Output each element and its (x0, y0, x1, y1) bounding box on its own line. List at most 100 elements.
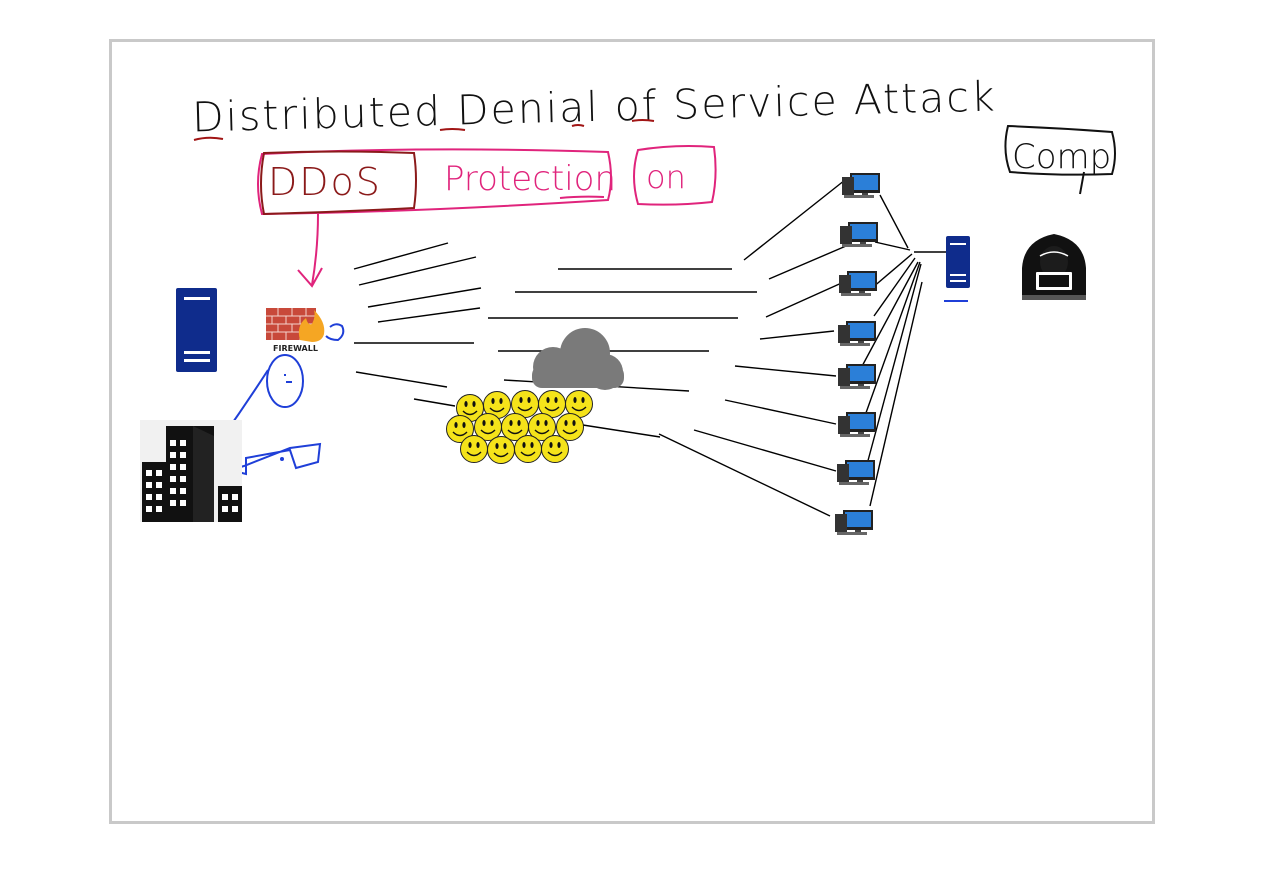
smiley-icon (528, 413, 556, 441)
building-window (170, 452, 176, 458)
smiley-icon (446, 415, 474, 443)
title-underline-denial (439, 128, 466, 131)
building-window (180, 452, 186, 458)
building-window (156, 470, 162, 476)
protection-outer-box (257, 148, 612, 216)
firewall-scribble (325, 323, 345, 342)
traffic-lines (353, 179, 946, 517)
smiley-icon (483, 391, 511, 419)
traffic-line (873, 257, 916, 317)
computer-icon (842, 173, 880, 198)
traffic-line (861, 261, 921, 425)
building-window (232, 494, 238, 500)
protection-annotation: DDoS Protection on (257, 145, 717, 288)
on-box (633, 145, 717, 206)
building-window (170, 440, 176, 446)
smiley-icon (501, 413, 529, 441)
building-window (170, 500, 176, 506)
title-underline-service (631, 119, 655, 122)
building-window (180, 476, 186, 482)
traffic-line (377, 307, 481, 323)
protection-underline (559, 195, 605, 199)
legit-users-crowd (446, 390, 593, 464)
building-window (156, 482, 162, 488)
server-slot (950, 274, 966, 276)
building-window (222, 494, 228, 500)
cloud-icon (532, 328, 624, 390)
traffic-line (367, 287, 482, 308)
computer-icon (838, 321, 876, 346)
person-head-scribble (266, 354, 304, 408)
title-underline-d (193, 136, 224, 141)
building-icon (140, 420, 242, 522)
firewall-label: FIREWALL (273, 344, 318, 353)
title-group: Distributed Denial of Service Attack (191, 72, 997, 141)
building-window (232, 506, 238, 512)
traffic-line (865, 263, 922, 469)
traffic-line (355, 371, 448, 388)
building-window (146, 494, 152, 500)
building-window (180, 464, 186, 470)
server-slot (184, 359, 210, 362)
traffic-line (759, 330, 835, 340)
building-window (156, 494, 162, 500)
comp-label: Comp (1012, 137, 1111, 177)
on-label: on (646, 158, 686, 196)
botnet (835, 173, 880, 535)
traffic-line (658, 433, 831, 517)
building-window (146, 482, 152, 488)
building-window (146, 506, 152, 512)
smiley-icon (541, 435, 569, 463)
building-window (180, 440, 186, 446)
traffic-line (693, 429, 837, 472)
computer-icon (837, 460, 875, 485)
title-underline-of (571, 124, 585, 127)
comp-pointer (1079, 171, 1085, 195)
traffic-line (569, 422, 661, 438)
whiteboard-frame (109, 39, 1155, 824)
traffic-line (869, 281, 923, 507)
building-window (146, 470, 152, 476)
traffic-line (724, 399, 837, 425)
traffic-line (765, 280, 847, 318)
traffic-line (734, 365, 837, 377)
building-window (170, 476, 176, 482)
scribble-mark (284, 374, 292, 383)
computer-icon (840, 222, 878, 247)
server-slot (950, 280, 966, 282)
traffic-line (879, 194, 909, 249)
smiley-icon (556, 413, 584, 441)
firewall-icon (266, 308, 325, 342)
hacker-icon (1022, 234, 1086, 300)
building-window (180, 488, 186, 494)
smiley-icon (514, 435, 542, 463)
flag-scribble (226, 442, 322, 476)
building-window (156, 506, 162, 512)
traffic-line (413, 398, 456, 407)
traffic-line (859, 261, 919, 371)
server-slot (950, 243, 966, 245)
traffic-line (358, 256, 477, 286)
building-window (222, 506, 228, 512)
scribble-dot (280, 457, 284, 461)
flame-icon (298, 310, 325, 342)
traffic-line (353, 242, 449, 270)
computer-icon (835, 510, 873, 535)
smiley-icon (460, 435, 488, 463)
smiley-icon (565, 390, 593, 418)
ddos-label: DDoS (268, 160, 382, 204)
diagram-title: Distributed Denial of Service Attack (191, 72, 997, 141)
smiley-icon (487, 436, 515, 464)
computer-icon (839, 271, 877, 296)
firewall: FIREWALL (266, 308, 345, 353)
building-window (180, 500, 186, 506)
comp-annotation: Comp (1004, 124, 1116, 195)
server-slot (184, 351, 210, 354)
traffic-line (768, 245, 847, 280)
command-server (944, 236, 970, 302)
target-server (176, 288, 217, 372)
building-window (170, 464, 176, 470)
traffic-line (743, 179, 846, 261)
